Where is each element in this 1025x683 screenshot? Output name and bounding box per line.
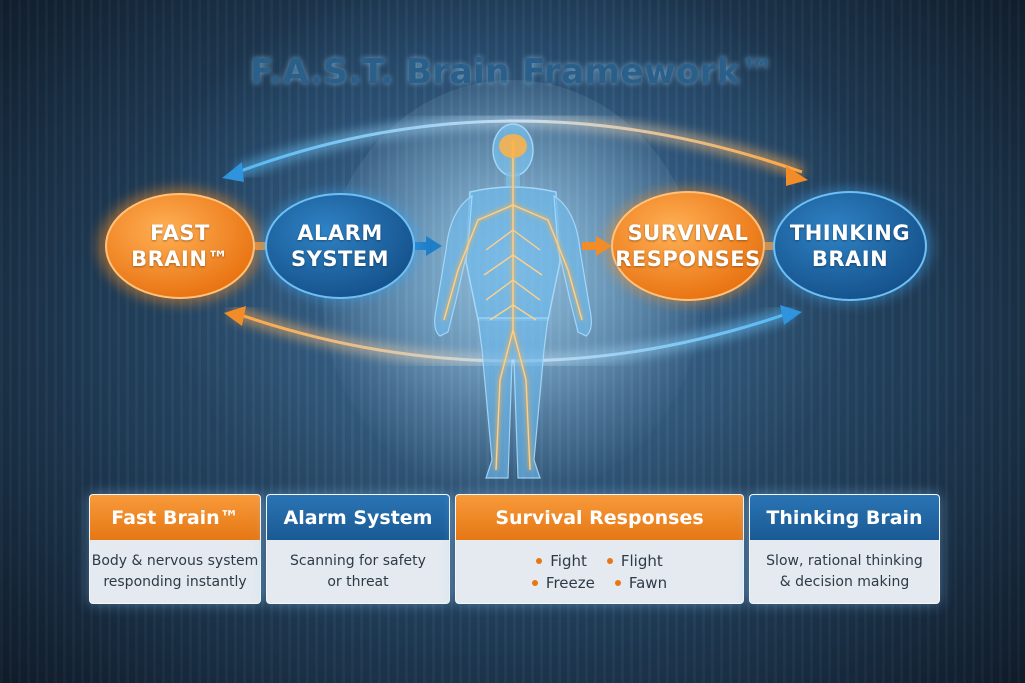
bullet-dot-icon [606, 557, 613, 564]
arc-top-left-arrowhead [222, 162, 244, 182]
card-survival-responses: Survival Responses Fight Flight Freeze F… [455, 494, 744, 604]
node-survival-responses-label: SURVIVAL RESPONSES [615, 221, 761, 271]
card-thinking-brain: Thinking Brain Slow, rational thinking &… [749, 494, 940, 604]
card-title: Thinking Brain [750, 495, 939, 540]
node-fast-brain [98, 188, 262, 304]
arc-bottom-right-arrowhead [780, 305, 802, 325]
arc-bottom-left-arrowhead [224, 306, 246, 326]
card-line: Body & nervous system [91, 552, 259, 569]
card-description: Slow, rational thinking & decision makin… [750, 540, 939, 603]
bullet-dot-icon [536, 557, 543, 564]
bullet-row: Freeze Fawn [531, 572, 667, 594]
brain-icon [499, 134, 527, 158]
node-alarm-system-label: ALARM SYSTEM [290, 221, 390, 271]
card-description: Body & nervous system responding instant… [90, 540, 260, 603]
bullet-item: Flight [606, 550, 663, 572]
bullet-item: Freeze [531, 572, 595, 594]
arrow-body-to-survival [582, 236, 612, 256]
card-title: Survival Responses [456, 495, 743, 540]
node-fast-brain-label: FAST BRAIN™ [131, 221, 229, 271]
cycle-arc-top [236, 116, 804, 177]
node-thinking-brain [768, 188, 932, 304]
card-description: Fight Flight Freeze Fawn [456, 540, 743, 603]
bullet-dot-icon [531, 579, 538, 586]
card-title: Fast Brain™ [90, 495, 260, 540]
node-thinking-brain-label: THINKING BRAIN [789, 221, 911, 271]
bullet-row: Fight Flight [536, 550, 663, 572]
card-line: responding instantly [103, 573, 247, 590]
arc-top-right-arrowhead [786, 166, 808, 186]
card-description: Scanning for safety or threat [267, 540, 449, 603]
card-line: Scanning for safety [290, 552, 426, 569]
node-survival-responses [606, 188, 770, 304]
card-line: Slow, rational thinking [766, 552, 923, 569]
node-alarm-system [260, 190, 420, 302]
bullet-item: Fawn [614, 572, 667, 594]
arrow-alarm-to-body [414, 236, 442, 256]
bullet-dot-icon [614, 579, 621, 586]
bullet-item: Fight [536, 550, 587, 572]
card-line: or threat [327, 573, 389, 590]
card-alarm-system: Alarm System Scanning for safety or thre… [266, 494, 450, 604]
card-fast-brain: Fast Brain™ Body & nervous system respon… [89, 494, 261, 604]
human-body-icon [434, 123, 592, 479]
card-line: & decision making [779, 573, 910, 590]
card-title: Alarm System [267, 495, 449, 540]
